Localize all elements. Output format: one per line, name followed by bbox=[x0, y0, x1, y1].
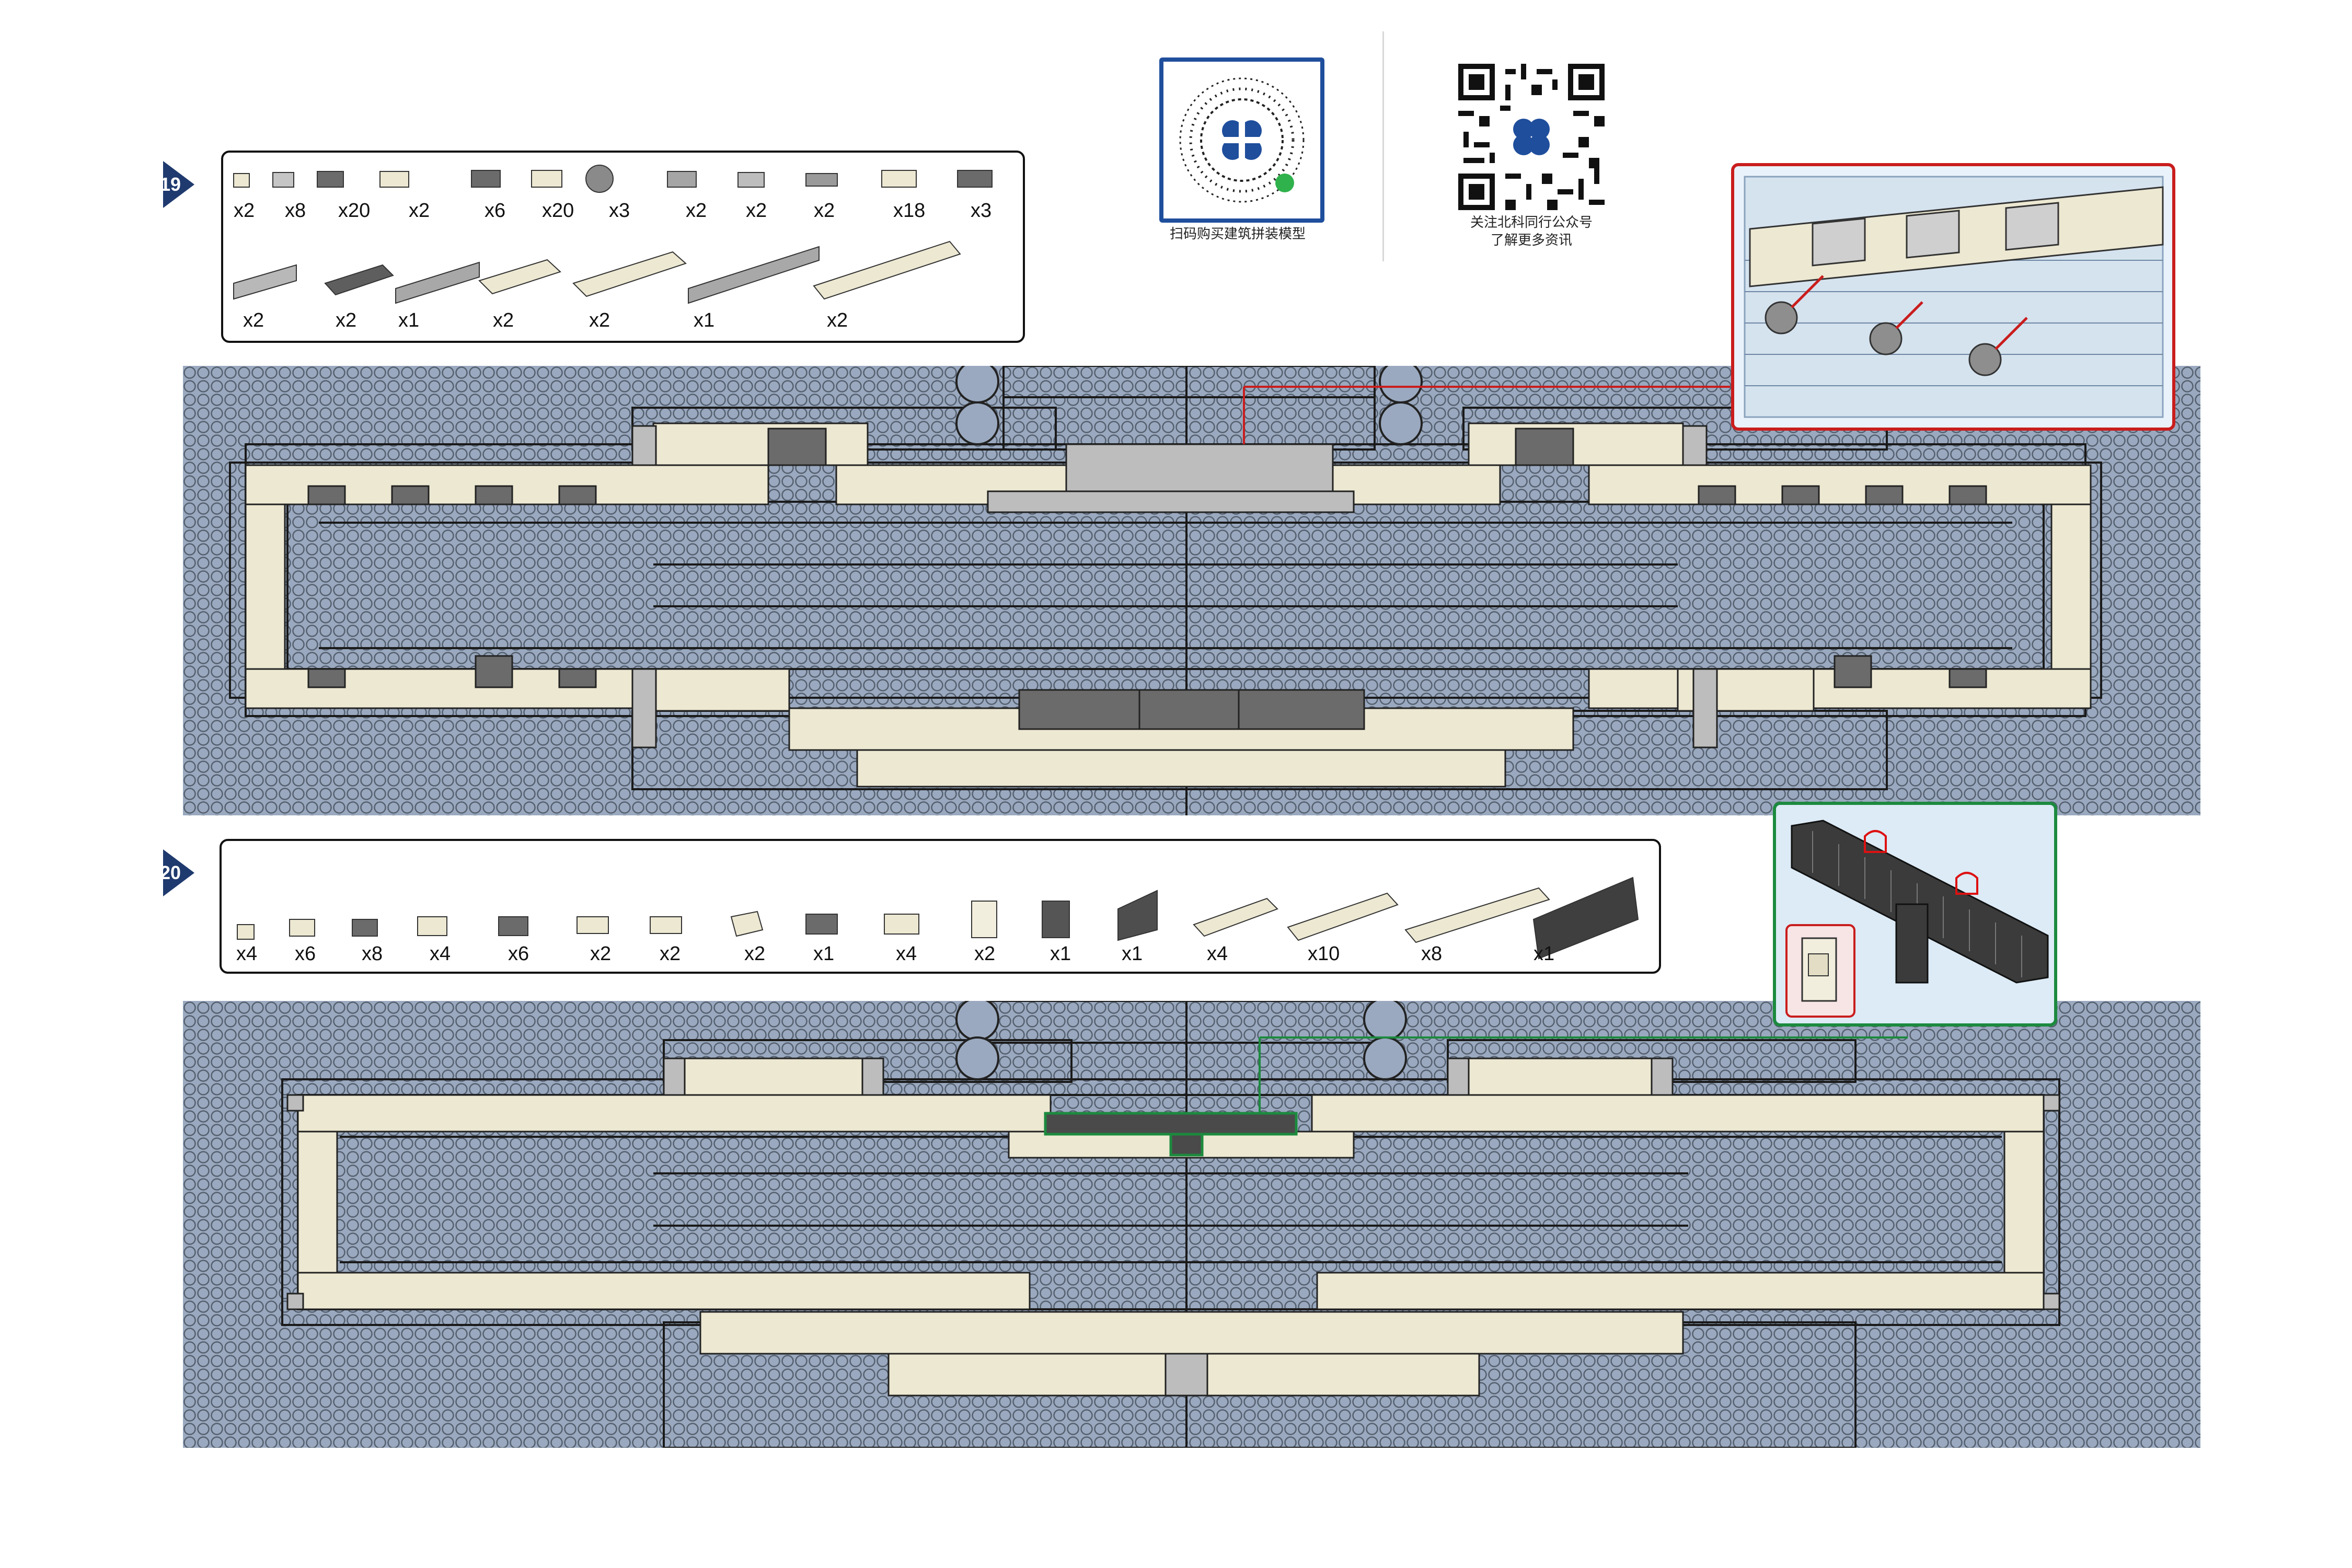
part-qty: x3 bbox=[609, 200, 630, 222]
part-qty: x4 bbox=[236, 943, 258, 965]
part-qty: x6 bbox=[485, 200, 506, 222]
part-qty: x2 bbox=[974, 943, 996, 965]
step-19-build-diagram bbox=[229, 366, 2102, 815]
part-qty: x2 bbox=[660, 943, 681, 965]
step-20-parts-list: x4 x6 x8 x4 x6 x2 x2 x2 x1 x4 x2 x1 x1 x… bbox=[220, 839, 1661, 974]
step-19-number: 19 bbox=[160, 174, 181, 195]
part-qty: x2 bbox=[827, 309, 848, 331]
part-qty: x1 bbox=[398, 309, 420, 331]
part-qty: x2 bbox=[409, 200, 430, 222]
step-20-parts-illustrations bbox=[237, 877, 1639, 960]
part-qty: x2 bbox=[243, 309, 264, 331]
part-qty: x6 bbox=[508, 943, 529, 965]
step-19-parts-illustrations bbox=[233, 165, 993, 304]
part-qty: x18 bbox=[893, 200, 926, 222]
part-qty: x4 bbox=[1207, 943, 1228, 965]
part-qty: x1 bbox=[813, 943, 835, 965]
qr-caption-purchase: 扫码购买建筑拼装模型 bbox=[1169, 226, 1306, 241]
part-qty: x2 bbox=[234, 200, 255, 222]
part-qty: x2 bbox=[744, 943, 766, 965]
part-qty: x2 bbox=[814, 200, 835, 222]
part-qty: x10 bbox=[1308, 943, 1340, 965]
part-qty: x8 bbox=[285, 200, 306, 222]
step-20-detail-illustration bbox=[1785, 820, 2049, 1018]
qr-card-wechat[interactable] bbox=[1458, 64, 1605, 210]
step-19-detail-callout bbox=[1731, 163, 2175, 431]
qr-caption-wechat-line1: 关注北科同行公众号 bbox=[1470, 214, 1593, 230]
part-qty: x8 bbox=[1421, 943, 1443, 965]
part-qty: x20 bbox=[542, 200, 574, 222]
part-qty: x1 bbox=[1050, 943, 1071, 965]
step-20-baseplate bbox=[183, 1001, 2200, 1448]
part-qty: x2 bbox=[589, 309, 610, 331]
part-qty: x1 bbox=[1534, 943, 1555, 965]
step-20-marker-icon bbox=[163, 849, 194, 896]
qr-code-official-account-icon bbox=[1458, 64, 1605, 210]
part-qty: x2 bbox=[746, 200, 767, 222]
step-20-build-diagram bbox=[281, 1001, 2060, 1448]
part-qty: x1 bbox=[1122, 943, 1143, 965]
step-19-baseplate bbox=[183, 366, 2200, 815]
qr-code-mini-program-icon bbox=[1179, 77, 1305, 203]
step-19-marker-icon bbox=[163, 161, 194, 208]
part-qty: x8 bbox=[362, 943, 383, 965]
part-qty: x1 bbox=[694, 309, 715, 331]
part-qty: x4 bbox=[430, 943, 451, 965]
qr-divider bbox=[1382, 31, 1384, 261]
part-qty: x20 bbox=[338, 200, 371, 222]
qr-caption-wechat-line2: 了解更多资讯 bbox=[1490, 232, 1572, 248]
part-qty: x2 bbox=[686, 200, 707, 222]
part-qty: x6 bbox=[295, 943, 316, 965]
part-qty: x3 bbox=[971, 200, 992, 222]
part-qty: x2 bbox=[590, 943, 612, 965]
part-qty: x2 bbox=[493, 309, 514, 331]
qr-card-purchase[interactable] bbox=[1159, 57, 1324, 223]
step-20-detail-callout bbox=[1773, 802, 2057, 1027]
part-qty: x4 bbox=[896, 943, 917, 965]
step-20-number: 20 bbox=[160, 862, 181, 883]
step-19-detail-illustration bbox=[1744, 176, 2164, 418]
part-qty: x2 bbox=[336, 309, 357, 331]
step-19-parts-list: x2 x8 x20 x2 x6 x20 x3 x2 x2 x2 x18 x3 x… bbox=[221, 151, 1025, 343]
